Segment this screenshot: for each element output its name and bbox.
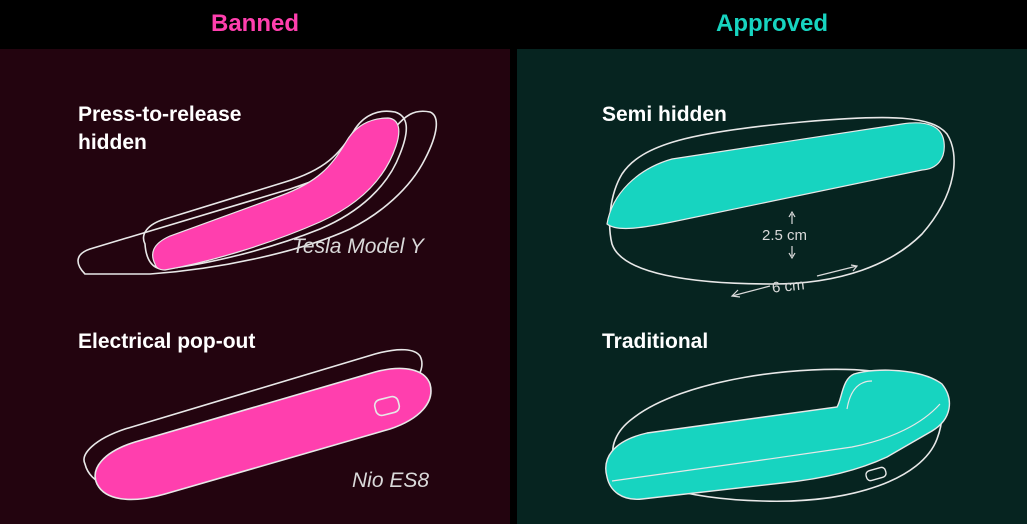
approved-header: Approved <box>715 10 828 37</box>
electrical-pop-out-handle-illustration <box>83 348 432 501</box>
semi-hidden-handle-illustration <box>606 116 955 298</box>
banned-header: Banned <box>210 10 299 37</box>
approved-panel: Semi hidden 2.5 cm 6 cm Traditional <box>517 49 1027 524</box>
banned-panel: Press-to-release hidden Tesla Model Y El… <box>0 49 510 524</box>
traditional-label: Traditional <box>602 330 709 353</box>
electrical-pop-out-label: Electrical pop-out <box>78 330 256 353</box>
height-dimension-label: 2.5 cm <box>762 227 808 244</box>
width-dimension-label: 6 cm <box>771 276 806 297</box>
press-to-release-handle-illustration <box>77 110 438 275</box>
nio-es8-caption: Nio ES8 <box>352 469 430 492</box>
traditional-handle-illustration <box>605 368 951 503</box>
press-to-release-label: Press-to-release hidden <box>78 103 242 154</box>
tesla-model-y-caption: Tesla Model Y <box>292 235 424 258</box>
semi-hidden-label: Semi hidden <box>602 103 727 126</box>
